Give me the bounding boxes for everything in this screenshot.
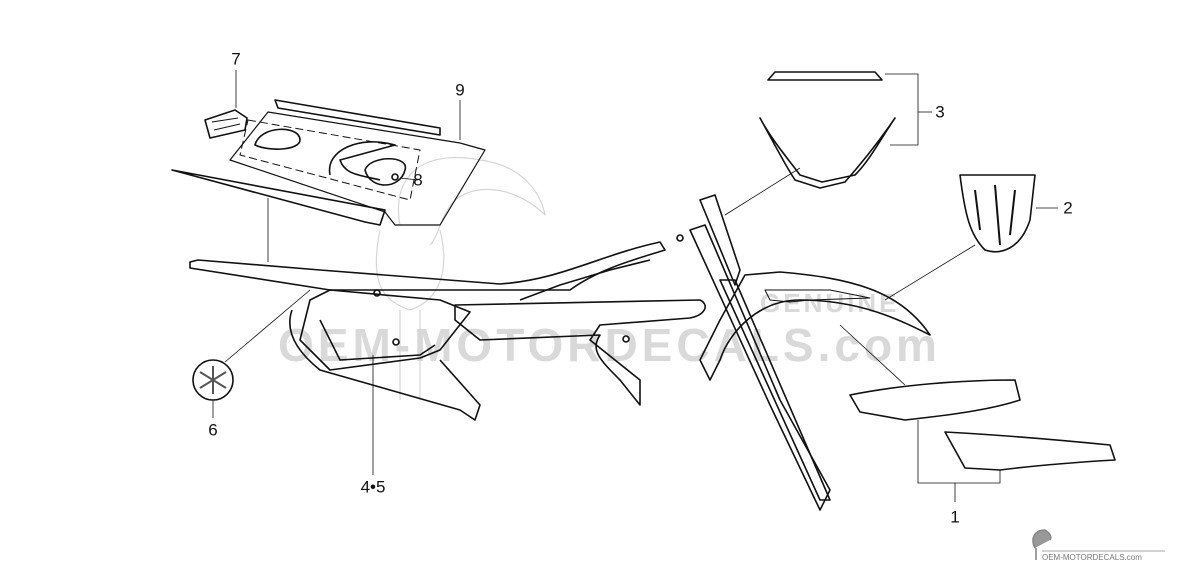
fork-and-number-plate [699, 194, 741, 286]
rear-fender [189, 241, 666, 291]
callout-6: 6 [208, 420, 218, 440]
corner-logo-text: OEM-MOTORDECALS.com [1042, 553, 1142, 562]
part-1-shroud-decal-b [944, 431, 1116, 471]
callout-2: 2 [1063, 198, 1073, 218]
watermark-text: OEM-MOTORDECALS.com [278, 319, 941, 371]
watermark-bird-icon [375, 156, 546, 400]
front-fender [699, 271, 931, 381]
callout-7: 7 [231, 49, 241, 69]
radiator-shroud [454, 299, 706, 406]
callout-8: 8 [413, 170, 423, 190]
part-9-seat-decal [274, 99, 441, 136]
part-2-monster-decal [959, 174, 1036, 253]
callout-1: 1 [950, 507, 960, 527]
callout-9: 9 [455, 80, 465, 100]
side-panel [299, 289, 471, 371]
part-8-decal [364, 158, 406, 186]
callout-4-5: 4•5 [360, 477, 386, 497]
part-1-shroud-decal-a [849, 379, 1021, 421]
part-7-decal [204, 109, 248, 139]
corner-logo-bird-icon [1032, 529, 1165, 560]
part-3-number-plate-decal [767, 71, 883, 81]
callout-3: 3 [935, 102, 945, 122]
